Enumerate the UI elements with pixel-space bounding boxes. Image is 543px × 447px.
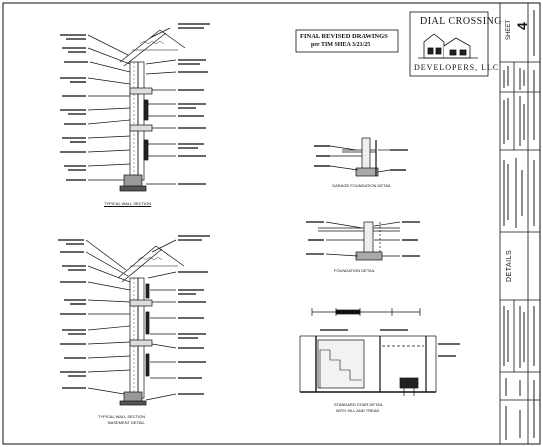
caption-lower-section-1: TYPICAL WALL SECTION bbox=[98, 414, 146, 419]
detail-foundation bbox=[318, 221, 401, 261]
caption-lower-section-2: BASEMENT DETAIL bbox=[108, 420, 145, 425]
lower-section-notes bbox=[58, 235, 210, 395]
revision-stamp-box bbox=[295, 29, 399, 53]
caption-detail-3b: WITH SILL AND TREAD bbox=[336, 408, 380, 413]
title-block bbox=[499, 3, 540, 444]
upper-wall-section bbox=[87, 27, 186, 192]
lower-wall-section bbox=[85, 239, 185, 406]
caption-detail-2: FOUNDATION DETAIL bbox=[334, 268, 375, 273]
caption-upper-section: TYPICAL WALL SECTION bbox=[104, 201, 152, 206]
detail-garage-foundation bbox=[329, 137, 391, 177]
drawing-title: DETAILS bbox=[506, 249, 513, 282]
revision-stamp-line2: per TIM SHEA 3/21/25 bbox=[311, 42, 371, 48]
sheet-number: 4 bbox=[514, 22, 530, 30]
logo-subtitle: DEVELOPERS, LLC bbox=[414, 63, 500, 72]
detail-stair bbox=[299, 335, 437, 396]
caption-detail-3: STANDARD STAIR DETAIL bbox=[334, 402, 384, 407]
sheet-label: SHEET bbox=[506, 19, 512, 40]
title-block-notes bbox=[503, 10, 535, 440]
logo-box bbox=[409, 11, 489, 77]
scale-bar bbox=[311, 308, 421, 316]
upper-section-notes bbox=[60, 23, 210, 185]
revision-stamp-line1: FINAL REVISED DRAWINGS bbox=[300, 33, 388, 40]
logo-title: DIAL CROSSING bbox=[420, 16, 502, 27]
caption-detail-1: GARAGE FOUNDATION DETAIL bbox=[332, 183, 392, 188]
